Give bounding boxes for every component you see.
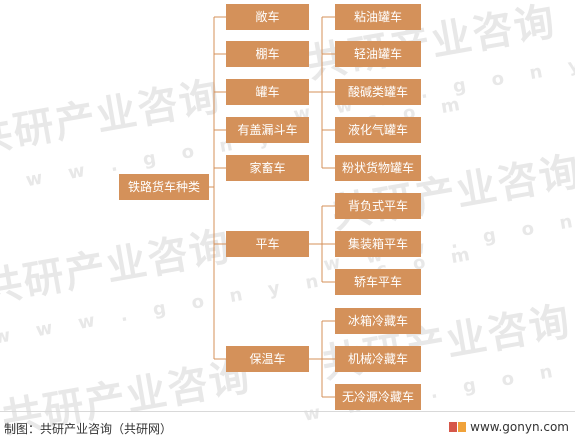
category-node: 家畜车 <box>226 155 309 181</box>
category-node: 棚车 <box>226 41 309 67</box>
category-node: 有盖漏斗车 <box>226 117 309 143</box>
diagram-connectors <box>209 16 335 398</box>
subcategory-node: 轻油罐车 <box>335 41 421 67</box>
logo-icon <box>449 422 467 432</box>
subcategory-node: 粘油罐车 <box>335 4 421 30</box>
footer: 制图：共研产业咨询（共研网） www.gonyn.com <box>0 411 575 440</box>
subcategory-node: 液化气罐车 <box>335 117 421 143</box>
subcategory-node: 集装箱平车 <box>335 231 421 257</box>
root-node: 铁路货车种类 <box>119 174 209 200</box>
category-node: 罐车 <box>226 79 309 105</box>
subcategory-node: 冰箱冷藏车 <box>335 308 421 334</box>
subcategory-node: 轿车平车 <box>335 269 421 295</box>
subcategory-node: 酸碱类罐车 <box>335 79 421 105</box>
footer-divider <box>0 411 575 412</box>
subcategory-node: 机械冷藏车 <box>335 346 421 372</box>
subcategory-node: 背负式平车 <box>335 193 421 219</box>
category-node: 保温车 <box>226 346 309 372</box>
site-url: www.gonyn.com <box>470 420 569 434</box>
category-node: 敞车 <box>226 4 309 30</box>
subcategory-node: 粉状货物罐车 <box>335 155 421 181</box>
source-note: 制图：共研产业咨询（共研网） <box>4 422 173 436</box>
category-node: 平车 <box>226 231 309 257</box>
site-logo: www.gonyn.com <box>449 419 569 435</box>
subcategory-node: 无冷源冷藏车 <box>335 384 421 410</box>
